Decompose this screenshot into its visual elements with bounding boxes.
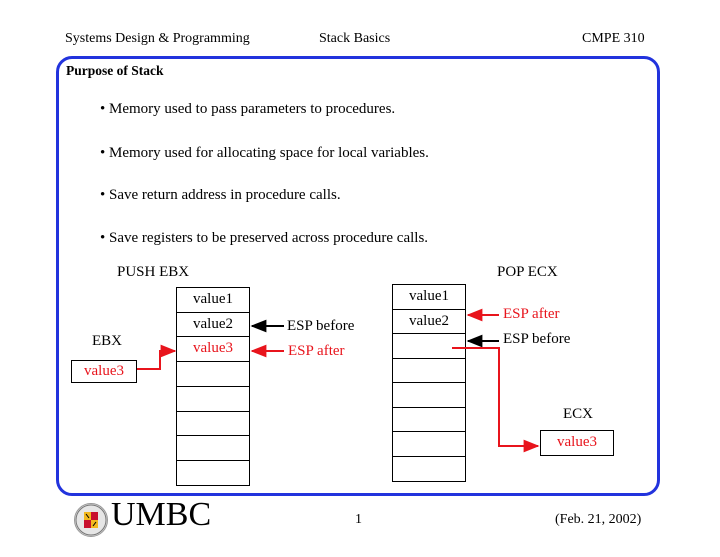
ebx-label: EBX: [92, 333, 122, 349]
course-code: CMPE 310: [582, 31, 645, 46]
push-esp-before-label: ESP before: [287, 318, 355, 334]
pop-cell-7: [392, 431, 466, 457]
pop-cell-1: value1: [392, 284, 466, 310]
ebx-register-box: value3: [71, 360, 137, 383]
bullet-2: • Memory used for allocating space for l…: [100, 145, 429, 161]
push-cell-4: [176, 361, 250, 388]
pop-cell-4: [392, 357, 466, 384]
slide-date: (Feb. 21, 2002): [555, 512, 642, 527]
pop-cell-2: value2: [392, 308, 466, 335]
page-number: 1: [355, 512, 362, 527]
ecx-register-box: value3: [540, 430, 614, 456]
umbc-seal-icon: [74, 503, 108, 537]
pop-esp-before-label: ESP before: [503, 331, 571, 347]
topic-title: Stack Basics: [319, 31, 391, 46]
push-esp-after-label: ESP after: [288, 343, 345, 359]
push-cell-8: [176, 459, 250, 487]
push-cell-7: [176, 435, 250, 462]
push-cell-2: value2: [176, 311, 250, 338]
pop-esp-after-label: ESP after: [503, 306, 560, 322]
umbc-logo-text: UMBC: [111, 496, 212, 533]
course-title: Systems Design & Programming: [65, 31, 250, 46]
pop-cell-6: [392, 406, 466, 433]
push-cell-5: [176, 385, 250, 412]
ecx-label: ECX: [563, 406, 593, 422]
push-cell-1: value1: [176, 287, 250, 314]
push-title: PUSH EBX: [117, 264, 190, 280]
bullet-3: • Save return address in procedure calls…: [100, 187, 341, 203]
bullet-4: • Save registers to be preserved across …: [100, 230, 429, 246]
pop-cell-5: [392, 382, 466, 408]
push-cell-3: value3: [176, 336, 250, 363]
pop-title: POP ECX: [497, 264, 558, 280]
bullet-1: • Memory used to pass parameters to proc…: [100, 101, 396, 117]
slide-frame: [56, 56, 660, 496]
push-cell-6: [176, 410, 250, 437]
pop-cell-8: [392, 455, 466, 482]
pop-cell-3: [392, 333, 466, 359]
slide-title: Purpose of Stack: [66, 63, 164, 78]
